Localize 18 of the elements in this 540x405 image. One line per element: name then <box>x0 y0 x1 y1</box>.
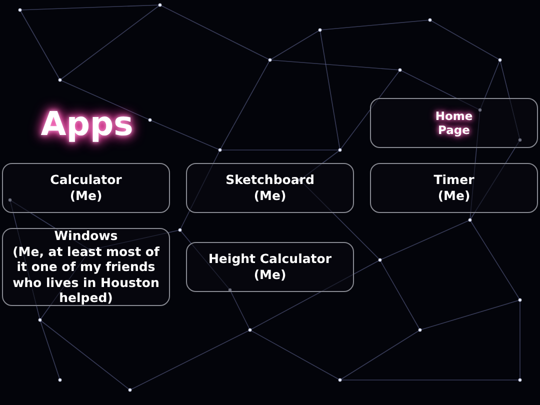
card-title: Height Calculator <box>208 251 332 267</box>
home-page-card <box>370 98 538 148</box>
app-card <box>2 228 170 306</box>
card-title: Sketchboard <box>226 172 314 188</box>
card-title: Calculator <box>50 172 122 188</box>
card-title: Timer <box>434 172 474 188</box>
card-note: (Me) <box>254 188 286 204</box>
card-note: (Me) <box>438 188 470 204</box>
title: Apps <box>40 104 134 143</box>
card-note: (Me) <box>254 267 286 283</box>
card-note: (Me, at least most of it one of my friends who lives in Houston helped) <box>12 244 160 306</box>
app-card <box>370 163 538 213</box>
card-note: (Me) <box>70 188 102 204</box>
app-card <box>186 163 354 213</box>
card-title: Windows <box>54 228 118 244</box>
app-card <box>186 242 354 292</box>
card-title: Home Page <box>434 108 474 138</box>
app-card <box>2 163 170 213</box>
